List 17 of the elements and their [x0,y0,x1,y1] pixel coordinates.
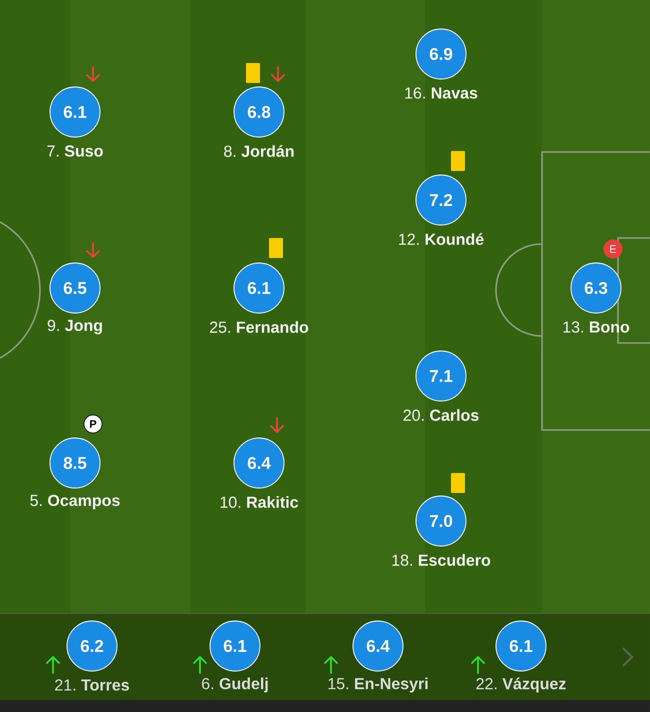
player-name: 6. Gudelj [202,678,268,692]
player-name: 8. Jordán [224,145,294,157]
player-name: 5. Ocampos [30,494,120,510]
player-name: 18. Escudero [392,554,490,566]
player-name: 9. Jong [48,320,102,334]
player-name: 7. Suso [47,145,103,157]
player-name: 13. Bono [563,321,630,333]
player-name: 22. Vázquez [476,677,566,693]
player-name: 16. Navas [405,87,478,99]
player-name: 15. En-Nesyri [328,678,428,692]
player-name: 21. Torres [55,679,129,691]
player-name: 25. Fernando [210,321,308,333]
player-name: 20. Carlos [404,409,479,421]
ball-badge: P [84,414,102,434]
player-name: 10. Rakitic [220,496,298,508]
player-name: 12. Koundé [399,233,484,245]
letter-badge: E [604,240,622,258]
